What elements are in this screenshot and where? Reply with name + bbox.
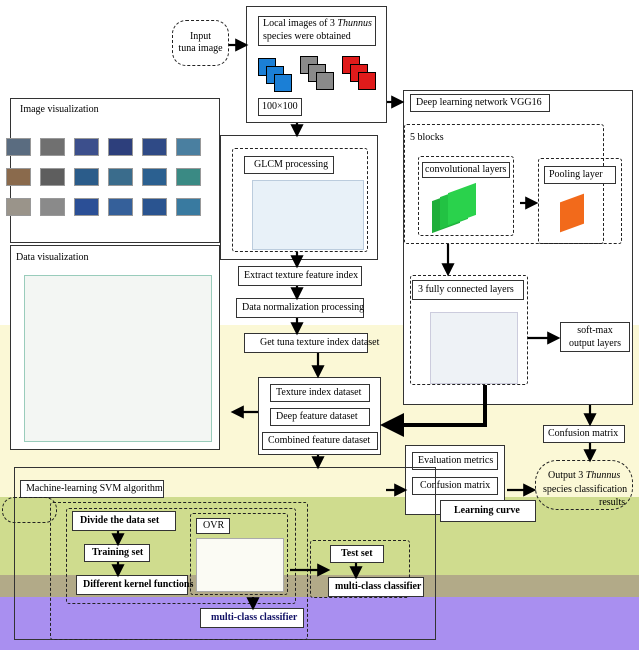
mcc-right-label: multi-class classifier xyxy=(335,581,422,592)
evaluation-title-box xyxy=(412,452,498,470)
mcc-right-box xyxy=(328,577,424,597)
vgg-title-box xyxy=(410,94,550,112)
blocks-label: 5 blocks xyxy=(410,132,444,143)
softmax-label-2: output layers xyxy=(569,338,621,349)
fc-network-icon xyxy=(430,312,518,384)
conv-label: convolutional layers xyxy=(425,164,507,175)
ovr-title-box xyxy=(196,518,230,534)
pool-dashed xyxy=(538,158,622,244)
blocks-dashed xyxy=(404,124,604,244)
data-vis-title: Data visualization xyxy=(16,252,89,263)
data-vis-plot xyxy=(24,275,212,442)
output-label-1: Output 3 Thunnus xyxy=(548,470,621,481)
ovr-plot xyxy=(196,538,284,592)
glcm-title: GLCM processing xyxy=(254,159,329,170)
confusion-eval-box xyxy=(412,477,498,495)
vgg-title: Deep learning network VGG16 xyxy=(416,97,542,108)
local-images-title-box xyxy=(258,16,376,46)
combined-dataset-box xyxy=(262,432,378,450)
texture-dataset-box xyxy=(270,384,370,402)
fc-dashed xyxy=(410,275,528,385)
deep-dataset-label: Deep feature dataset xyxy=(276,411,358,422)
softmax-box xyxy=(560,322,630,352)
get-dataset-box xyxy=(244,333,368,353)
size-label: 100×100 xyxy=(262,101,298,112)
confusion-top-label: Confusion matrix xyxy=(548,428,619,439)
kernel-label: Different kernel functions xyxy=(83,579,194,590)
svm-title-box xyxy=(20,480,164,498)
svm-inner-dashed xyxy=(66,508,296,604)
svm-left-dashed xyxy=(2,497,57,523)
test-box xyxy=(330,545,384,563)
conv-dashed xyxy=(418,156,514,236)
pool-label: Pooling layer xyxy=(549,169,603,180)
learning-curve-label: Learning curve xyxy=(454,505,520,516)
test-label: Test set xyxy=(341,548,373,559)
fc-label: 3 fully connected layers xyxy=(418,284,514,295)
input-label-2: tuna image xyxy=(178,43,223,54)
band-purple xyxy=(0,597,639,650)
normalize-label: Data normalization processing xyxy=(242,302,365,313)
confusion-eval-label: Confusion matrix xyxy=(420,480,491,491)
deep-dataset-box xyxy=(270,408,370,426)
extract-label: Extract texture feature index xyxy=(244,270,359,281)
input-node xyxy=(172,20,229,66)
train-label: Training set xyxy=(92,547,144,558)
divide-label: Divide the data set xyxy=(80,515,160,526)
ovr-dashed xyxy=(190,513,288,595)
divide-box xyxy=(72,511,176,531)
image-vis-title: Image visualization xyxy=(20,104,99,115)
output-label-2: species classification xyxy=(543,484,628,495)
mcc-bottom-label: multi-class classifier xyxy=(211,612,298,623)
glcm-title-box xyxy=(244,156,334,174)
texture-dataset-label: Texture index dataset xyxy=(276,387,362,398)
get-dataset-label: Get tuna texture index dataset xyxy=(260,337,380,348)
fc-title-box xyxy=(412,280,524,300)
softmax-label-1: soft-max xyxy=(577,325,613,336)
glcm-dashed xyxy=(232,148,368,252)
svm-title: Machine-learning SVM algorithm xyxy=(26,483,163,494)
ovr-label: OVR xyxy=(203,520,225,531)
kernel-box xyxy=(76,575,188,595)
size-label-box xyxy=(258,98,302,116)
learning-curve-box xyxy=(440,500,536,522)
local-images-title-2: species were obtained xyxy=(263,31,351,42)
combined-dataset-label: Combined feature dataset xyxy=(268,435,371,446)
output-label-3: results xyxy=(599,497,626,508)
input-label-1: Input xyxy=(189,31,212,42)
conv-title-box xyxy=(422,162,510,178)
glcm-diagram xyxy=(252,180,364,250)
local-images-title: Local images of 3 Thunnus xyxy=(263,18,372,29)
pool-title-box xyxy=(544,166,616,184)
evaluation-title: Evaluation metrics xyxy=(418,455,494,466)
